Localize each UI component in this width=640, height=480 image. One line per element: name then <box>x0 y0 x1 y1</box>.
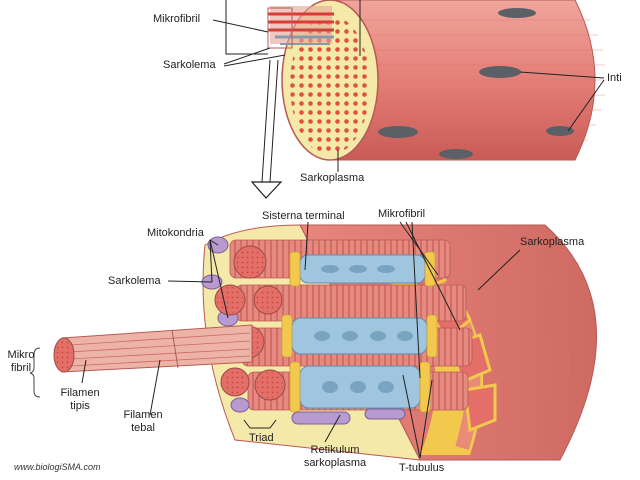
label-inti: Inti <box>607 72 622 84</box>
label-mid-sarkolema: Sarkolema <box>108 275 161 287</box>
label-filamen-tebal-1: Filamen <box>123 409 163 421</box>
label-triad: Triad <box>249 432 274 444</box>
mitochondria <box>201 236 406 425</box>
nucleus-icon <box>439 149 473 159</box>
label-mid-sarkoplasma: Sarkoplasma <box>520 236 585 248</box>
label-mid-mikrofibril: Mikrofibril <box>378 208 426 220</box>
protruding-myofibril <box>53 324 253 373</box>
label-sisterna-terminal: Sisterna terminal <box>262 210 345 222</box>
nucleus-icon <box>378 126 418 138</box>
label-top-sarkoplasma: Sarkoplasma <box>300 172 365 184</box>
label-fibril: fibril <box>10 362 32 374</box>
nucleus-icon <box>498 8 536 18</box>
label-filamen-tipis-1: Filamen <box>60 387 100 399</box>
label-retikulum-1: Retikulum <box>310 444 360 456</box>
top-microfibrils <box>267 6 334 49</box>
nucleus-icon <box>479 66 521 78</box>
bottom-cutaway <box>29 221 598 461</box>
label-filamen-tebal-2: tebal <box>131 422 155 434</box>
label-top-mikrofibril: Mikrofibril <box>153 13 201 25</box>
label-t-tubulus: T-tubulus <box>399 462 445 474</box>
label-mikro: Mikro <box>7 349 35 361</box>
label-filamen-tipis-2: tipis <box>70 400 90 412</box>
t-tubules <box>281 251 438 413</box>
nucleus-icon <box>546 126 574 136</box>
label-mitokondria: Mitokondria <box>147 227 204 239</box>
top-muscle-fiber <box>212 0 606 199</box>
label-retikulum-2: sarkoplasma <box>303 457 367 469</box>
watermark: www.biologiSMA.com <box>14 462 101 472</box>
label-top-sarkolema: Sarkolema <box>163 59 216 71</box>
